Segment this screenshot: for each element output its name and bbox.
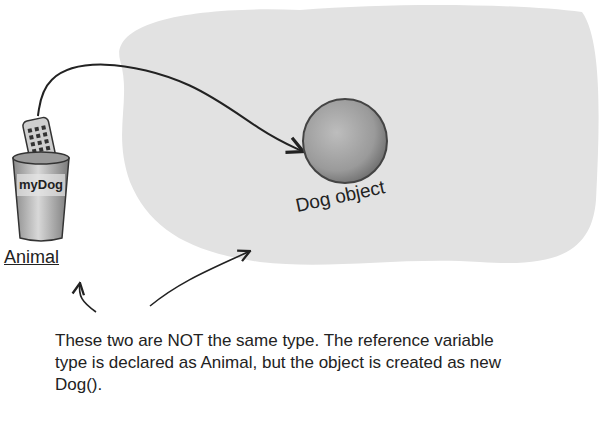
cup-body — [13, 158, 69, 241]
reference-cup: myDogAnimal — [10, 118, 72, 243]
annotation-note: These two are NOT the same type. The ref… — [55, 330, 515, 396]
cup-rim — [13, 152, 69, 164]
object-ball — [303, 99, 387, 183]
reference-arrow — [38, 65, 303, 152]
heap-blob — [119, 5, 598, 265]
type-name: Animal — [4, 248, 59, 268]
object-circle: Dog object — [300, 96, 390, 186]
leader-line — [150, 251, 250, 306]
variable-name: myDog — [19, 178, 63, 192]
leader-line — [80, 283, 96, 312]
circle-outline — [300, 96, 390, 186]
